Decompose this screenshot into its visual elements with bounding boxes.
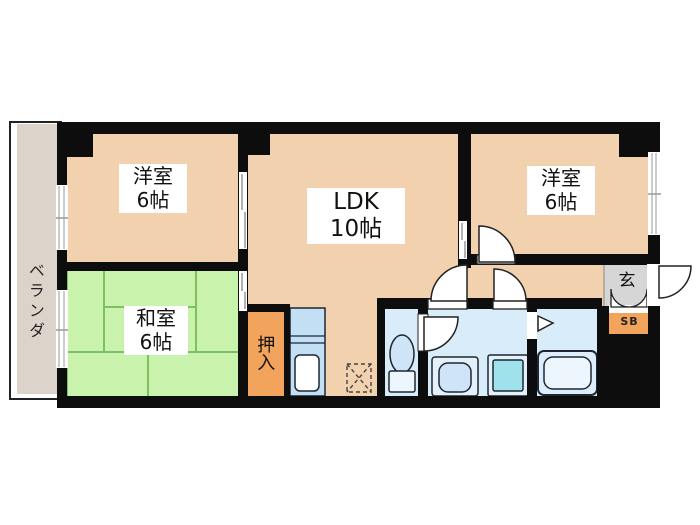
refrigerator-space [346, 363, 372, 393]
shoe-box-doors [610, 288, 648, 308]
room-size: 6帖 [544, 189, 578, 214]
door-western-right [476, 225, 516, 265]
folding-door-bathroom [527, 312, 555, 339]
closet-floor [245, 310, 286, 397]
sliding-door-japanese-room [239, 271, 247, 311]
pillar [65, 131, 93, 157]
bathtub-inner [543, 356, 592, 390]
window-western-left [56, 185, 68, 250]
kitchen-sink [294, 354, 320, 392]
sliding-door-western-right [459, 221, 467, 259]
room-label-japanese: 和室 6帖 [124, 306, 188, 356]
window-western-right [648, 152, 661, 235]
room-label-western-right: 洋室 6帖 [527, 166, 595, 216]
closet-label: 押入 [254, 335, 276, 371]
shoe-box [609, 313, 650, 334]
room-label-western-left: 洋室 6帖 [119, 164, 187, 214]
pillar [248, 131, 270, 155]
room-name: 洋室 [541, 166, 581, 190]
toilet-bowl [389, 334, 415, 374]
veranda [9, 121, 62, 400]
room-size: 6帖 [139, 329, 173, 354]
window-japanese-room [56, 290, 68, 368]
room-size: 10帖 [329, 216, 383, 243]
door-toilet [417, 313, 459, 352]
room-size: 6帖 [136, 187, 170, 212]
entrance-label: 玄 [618, 271, 636, 291]
vanity-basin [438, 362, 472, 393]
pillar [619, 131, 649, 157]
entrance-step [609, 305, 650, 313]
door-hallway-washroom [492, 268, 528, 310]
entrance-door [647, 264, 692, 306]
bathroom [535, 306, 599, 397]
room-label-ldk: LDK 10帖 [307, 188, 405, 245]
room-name: LDK [333, 189, 379, 215]
shoe-box-label: SB [620, 315, 639, 328]
washing-machine [492, 359, 524, 392]
room-name: 洋室 [133, 164, 173, 188]
kitchen-counter [289, 307, 326, 397]
room-name: 和室 [136, 306, 176, 330]
sliding-door-western-left [239, 172, 247, 249]
veranda-label: ベランダ [25, 262, 45, 342]
toilet-room [383, 306, 421, 397]
toilet-tank [388, 370, 416, 393]
door-ldk-washroom [427, 264, 468, 310]
